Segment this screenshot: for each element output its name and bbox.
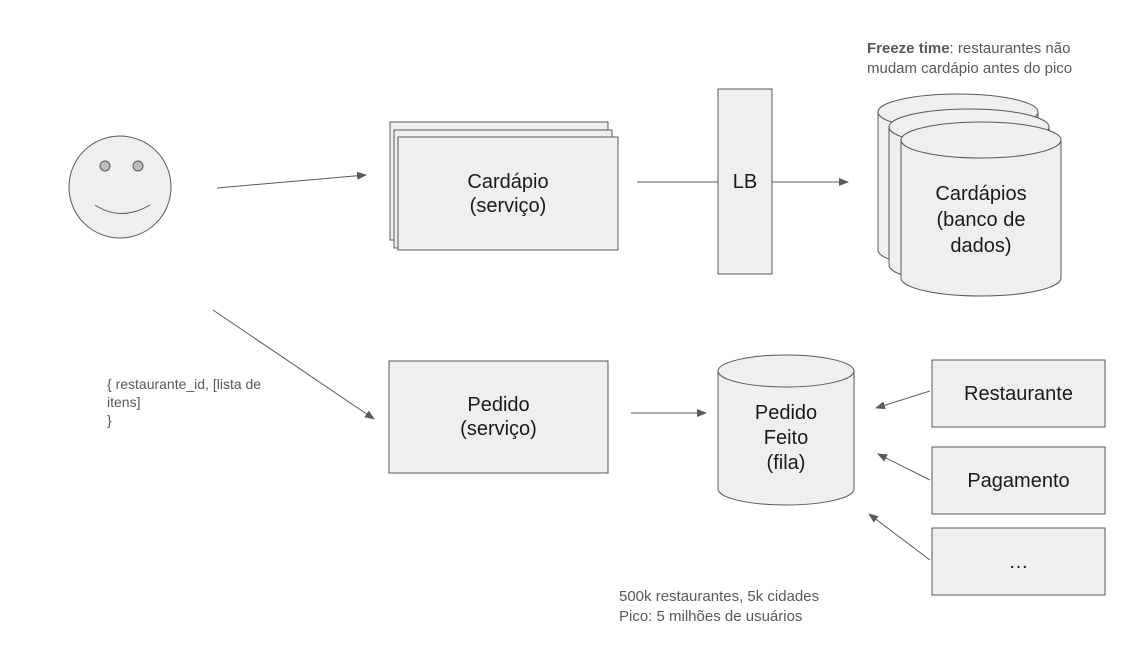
lb-label-text: LB (732, 170, 758, 193)
cardapio-service-label-line1: Cardápio (467, 170, 549, 193)
pedido-feito-label-line2: Feito (763, 426, 809, 449)
payload-note-line2: itens] (107, 394, 141, 411)
arrow-user-to-pedido (212, 309, 375, 420)
freeze-time-note-line2: mudam cardápio antes do pico (867, 60, 1073, 78)
cardapio-service-stack (389, 121, 619, 251)
pagamento-label: Pagamento (932, 447, 1105, 514)
arrow-restaurante-to-queue (875, 390, 931, 410)
cardapio-service-label: Cardápio (serviço) (398, 137, 618, 250)
stats-note: 500k restaurantes, 5k cidades Pico: 5 mi… (619, 587, 819, 628)
pagamento-label-text: Pagamento (967, 469, 1070, 492)
freeze-time-note-line1: Freeze time: restaurantes não (867, 39, 1072, 59)
stats-note-line1: 500k restaurantes, 5k cidades (619, 588, 820, 605)
ellipsis-label-text: … (1008, 550, 1029, 573)
ellipsis-label: … (932, 528, 1105, 595)
restaurante-label: Restaurante (932, 360, 1105, 427)
payload-note-line3: } (107, 412, 112, 429)
lb-label: LB (718, 89, 772, 274)
pagamento-box (931, 446, 1106, 515)
user-smiley-icon (68, 135, 172, 239)
freeze-time-rest: : restaurantes não (949, 40, 1071, 57)
cardapios-db-label: Cardápios (banco de dados) (901, 170, 1061, 270)
payload-note: { restaurante_id, [lista de itens] } (107, 375, 261, 430)
pedido-feito-label-line1: Pedido (754, 401, 818, 424)
cardapio-service-label-line2: (serviço) (469, 194, 547, 217)
pedido-service-label-line2: (serviço) (460, 418, 537, 440)
cardapios-database (877, 93, 1062, 297)
cardapios-db-label-line1: Cardápios (935, 183, 1027, 205)
payload-note-line1: { restaurante_id, [lista de (107, 376, 262, 392)
pedido-feito-queue (717, 354, 855, 506)
cardapios-db-label-line2: (banco de (936, 209, 1026, 231)
pedido-service-label: Pedido (serviço) (389, 361, 608, 473)
pedido-feito-label-line3: (fila) (766, 451, 806, 474)
restaurante-label-text: Restaurante (964, 382, 1073, 405)
cardapios-db-label-line3: dados) (950, 235, 1012, 257)
arrow-pagamento-to-queue (877, 453, 931, 481)
pedido-service-label-line1: Pedido (467, 394, 530, 416)
freeze-time-bold: Freeze time (867, 40, 950, 57)
pedido-feito-label: Pedido Feito (fila) (718, 391, 854, 485)
pedido-service-box (388, 360, 609, 474)
arrow-user-to-cardapio (216, 171, 367, 189)
ellipsis-box (931, 527, 1106, 596)
stats-note-line2: Pico: 5 milhões de usuários (619, 608, 803, 626)
restaurante-box (931, 359, 1106, 428)
arrow-ellipsis-to-queue (868, 513, 931, 561)
freeze-time-note: Freeze time: restaurantes não mudam card… (867, 39, 1072, 80)
